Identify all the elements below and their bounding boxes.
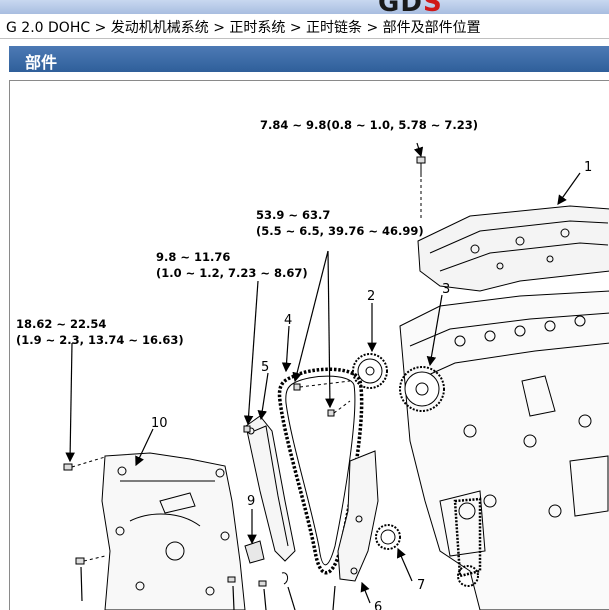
callout-2: 2 — [367, 289, 375, 304]
breadcrumb-text[interactable]: G 2.0 DOHC > 发动机机械系统 > 正时系统 > 正时链条 > 部件及… — [6, 20, 481, 36]
section-title: 部件 — [25, 53, 58, 72]
cylinder-head-cover — [417, 205, 609, 292]
torque-labels: 7.84 ~ 9.8(0.8 ~ 1.0, 5.78 ~ 7.23) 53.9 … — [16, 118, 478, 347]
timing-chain-inner — [285, 375, 356, 566]
chain-guide — [337, 450, 379, 582]
torque-label-tensioner-1: 9.8 ~ 11.76 — [156, 250, 230, 264]
tensioner-bolt — [243, 425, 251, 433]
intake-cam-sprocket — [352, 353, 388, 389]
torque-label-cover-1: 18.62 ~ 22.54 — [16, 317, 106, 331]
torque-label-tensioner-2: (1.0 ~ 1.2, 7.23 ~ 8.67) — [156, 266, 308, 280]
callout-1: 1 — [584, 160, 592, 175]
callout-10: 10 — [151, 416, 168, 431]
crank-sprocket — [375, 524, 401, 550]
section-header: 部件 — [9, 46, 609, 72]
small-bolts-bottom — [227, 572, 289, 587]
tensioner-arm — [245, 415, 296, 562]
callout-3: 3 — [442, 282, 450, 297]
exhaust-cam-sprocket — [399, 366, 445, 412]
callout-4: 4 — [284, 313, 292, 328]
leader-lines — [65, 142, 581, 610]
torque-label-cover-2: (1.9 ~ 2.3, 13.74 ~ 16.63) — [16, 333, 184, 347]
head-cover-bolt — [416, 156, 426, 221]
torque-label-cam-bolt-2: (5.5 ~ 6.5, 39.76 ~ 46.99) — [256, 224, 424, 238]
torque-label-head-cover-bolt: 7.84 ~ 9.8(0.8 ~ 1.0, 5.78 ~ 7.23) — [260, 118, 478, 132]
callout-7: 7 — [417, 578, 425, 593]
timing-chain — [277, 367, 364, 575]
callout-numbers: 1 2 3 4 5 6 7 9 10 — [151, 160, 592, 610]
breadcrumb: G 2.0 DOHC > 发动机机械系统 > 正时系统 > 正时链条 > 部件及… — [0, 14, 609, 39]
diagram-svg: 7.84 ~ 9.8(0.8 ~ 1.0, 5.78 ~ 7.23) 53.9 … — [16, 118, 609, 610]
engine-block — [399, 290, 609, 610]
cam-sprocket-bolts — [293, 380, 351, 417]
callout-6: 6 — [374, 600, 382, 610]
timing-chain-cover — [101, 452, 246, 610]
hydraulic-tensioner — [244, 540, 265, 564]
torque-label-cam-bolt-1: 53.9 ~ 63.7 — [256, 208, 330, 222]
top-banner: GDS — [0, 0, 609, 14]
callout-9: 9 — [247, 494, 255, 509]
cover-bolt — [63, 456, 106, 565]
brand-logo: GDS — [378, 0, 443, 14]
component-diagram: 7.84 ~ 9.8(0.8 ~ 1.0, 5.78 ~ 7.23) 53.9 … — [9, 80, 609, 610]
oil-pump-chain — [453, 497, 482, 587]
callout-5: 5 — [261, 360, 269, 375]
